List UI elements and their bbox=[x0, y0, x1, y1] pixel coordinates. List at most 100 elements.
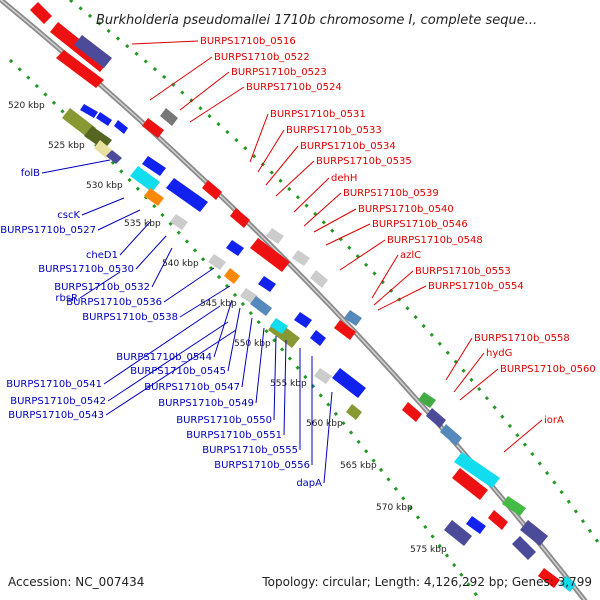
tick-labels: 520 kbp 525 kbp 530 kbp 535 kbp 540 kbp 545 k… bbox=[8, 101, 447, 555]
tick-label: 565 kbp bbox=[340, 461, 377, 471]
gene-label: BURPS1710b_0546 bbox=[372, 219, 468, 230]
leader-line bbox=[293, 177, 330, 213]
leader-line bbox=[179, 71, 230, 111]
leader-line bbox=[273, 335, 277, 421]
tick-label: 575 kbp bbox=[410, 545, 447, 555]
gene-label: BURPS1710b_0536 bbox=[66, 297, 162, 308]
tick-label: 555 kbp bbox=[270, 379, 307, 389]
leader-line bbox=[41, 159, 111, 174]
gene-label: BURPS1710b_0554 bbox=[428, 281, 524, 292]
gene-label: dehH bbox=[331, 173, 357, 184]
outer-dotted-track bbox=[69, 0, 600, 546]
gene-label: azlC bbox=[400, 250, 421, 261]
leader-line bbox=[377, 285, 427, 311]
gene-label: BURPS1710b_0550 bbox=[176, 415, 272, 426]
leader-line bbox=[97, 209, 141, 231]
tick-label: 550 kbp bbox=[234, 339, 271, 349]
gene-label: BURPS1710b_0543 bbox=[8, 410, 104, 421]
gene-label: hydG bbox=[486, 348, 512, 359]
leader-line bbox=[325, 223, 371, 246]
gene-label: BURPS1710b_0532 bbox=[54, 282, 150, 293]
gene-label: BURPS1710b_0556 bbox=[214, 460, 310, 471]
leader-line bbox=[255, 327, 265, 404]
leader-line bbox=[149, 56, 213, 101]
tick-label: 530 kbp bbox=[86, 181, 123, 191]
leader-line bbox=[81, 197, 125, 216]
tick-label: 525 kbp bbox=[48, 141, 85, 151]
gene-label: BURPS1710b_0542 bbox=[10, 396, 106, 407]
forward-gene-labels: BURPS1710b_0516BURPS1710b_0522BURPS1710b… bbox=[131, 36, 596, 453]
leader-line bbox=[107, 321, 229, 402]
leader-line bbox=[371, 254, 399, 299]
leader-line bbox=[179, 285, 231, 318]
leader-line bbox=[445, 337, 473, 381]
gene-label: BURPS1710b_0539 bbox=[343, 188, 439, 199]
leader-line bbox=[373, 270, 414, 306]
leader-line bbox=[131, 40, 199, 45]
gene-label: dapA bbox=[296, 478, 322, 489]
gene-label: BURPS1710b_0545 bbox=[130, 366, 226, 377]
gene-label: BURPS1710b_0533 bbox=[286, 125, 382, 136]
gene-label: cscK bbox=[57, 210, 80, 221]
map-title: Burkholderia pseudomallei 1710b chromoso… bbox=[96, 13, 537, 28]
gene-label: BURPS1710b_0522 bbox=[214, 52, 310, 63]
gene-label: iorA bbox=[544, 415, 564, 426]
leader-line bbox=[303, 192, 342, 227]
leader-line bbox=[265, 145, 299, 186]
leader-line bbox=[79, 271, 121, 299]
leader-line bbox=[103, 305, 221, 385]
tick-label: 560 kbp bbox=[306, 419, 343, 429]
leader-line bbox=[283, 339, 287, 436]
gene-label: BURPS1710b_0531 bbox=[270, 109, 366, 120]
gene-label: BURPS1710b_0551 bbox=[186, 430, 282, 441]
leader-line bbox=[313, 208, 357, 233]
leader-line bbox=[241, 317, 253, 388]
gene-label: BURPS1710b_0516 bbox=[200, 36, 296, 47]
leader-line bbox=[503, 419, 543, 453]
gene-label: BURPS1710b_0523 bbox=[231, 67, 327, 78]
leader-line bbox=[105, 329, 237, 416]
gene-label: BURPS1710b_0549 bbox=[158, 398, 254, 409]
leader-line bbox=[227, 307, 241, 372]
gene-label: BURPS1710b_0535 bbox=[316, 156, 412, 167]
leader-line bbox=[453, 352, 485, 393]
tick-label: 540 kbp bbox=[162, 259, 199, 269]
gene-label: BURPS1710b_0538 bbox=[82, 312, 178, 323]
tick-label: 545 kbp bbox=[200, 299, 237, 309]
tick-label: 520 kbp bbox=[8, 101, 45, 111]
tick-label: 535 kbp bbox=[124, 219, 161, 229]
gene-label: BURPS1710b_0541 bbox=[6, 379, 102, 390]
gene-label: BURPS1710b_0544 bbox=[116, 352, 212, 363]
leader-line bbox=[213, 299, 233, 358]
gene-label: BURPS1710b_0527 bbox=[0, 225, 96, 236]
tick-label: 570 kbp bbox=[376, 503, 413, 513]
leader-line bbox=[459, 368, 499, 401]
leader-line bbox=[135, 235, 167, 270]
leader-line bbox=[249, 113, 269, 163]
reverse-features bbox=[62, 104, 486, 546]
reverse-gene-labels: folBcscKBURPS1710b_0527cheD1BURPS1710b_0… bbox=[0, 159, 333, 489]
leader-line bbox=[323, 391, 333, 484]
leader-line bbox=[275, 160, 315, 197]
gene-label: rbsR bbox=[55, 293, 78, 304]
gene-label: BURPS1710b_0555 bbox=[202, 445, 298, 456]
gene-label: BURPS1710b_0560 bbox=[500, 364, 596, 375]
leader-line bbox=[189, 86, 245, 123]
gene-label: BURPS1710b_0534 bbox=[300, 141, 396, 152]
gene-label: BURPS1710b_0548 bbox=[387, 235, 483, 246]
topology-text: Topology: circular; Length: 4,126,292 bp… bbox=[261, 575, 592, 589]
leader-line bbox=[257, 129, 285, 173]
accession-text: Accession: NC_007434 bbox=[8, 575, 144, 589]
leader-line bbox=[163, 267, 215, 303]
leader-line bbox=[119, 221, 151, 256]
gene-label: BURPS1710b_0553 bbox=[415, 266, 511, 277]
forward-features bbox=[30, 2, 576, 592]
gene-label: BURPS1710b_0558 bbox=[474, 333, 570, 344]
gene-label: cheD1 bbox=[86, 250, 118, 261]
gene-label: BURPS1710b_0540 bbox=[358, 204, 454, 215]
gene-label: BURPS1710b_0524 bbox=[246, 82, 342, 93]
gene-label: BURPS1710b_0530 bbox=[38, 264, 134, 275]
leader-line bbox=[151, 247, 173, 288]
leader-line bbox=[339, 239, 386, 271]
